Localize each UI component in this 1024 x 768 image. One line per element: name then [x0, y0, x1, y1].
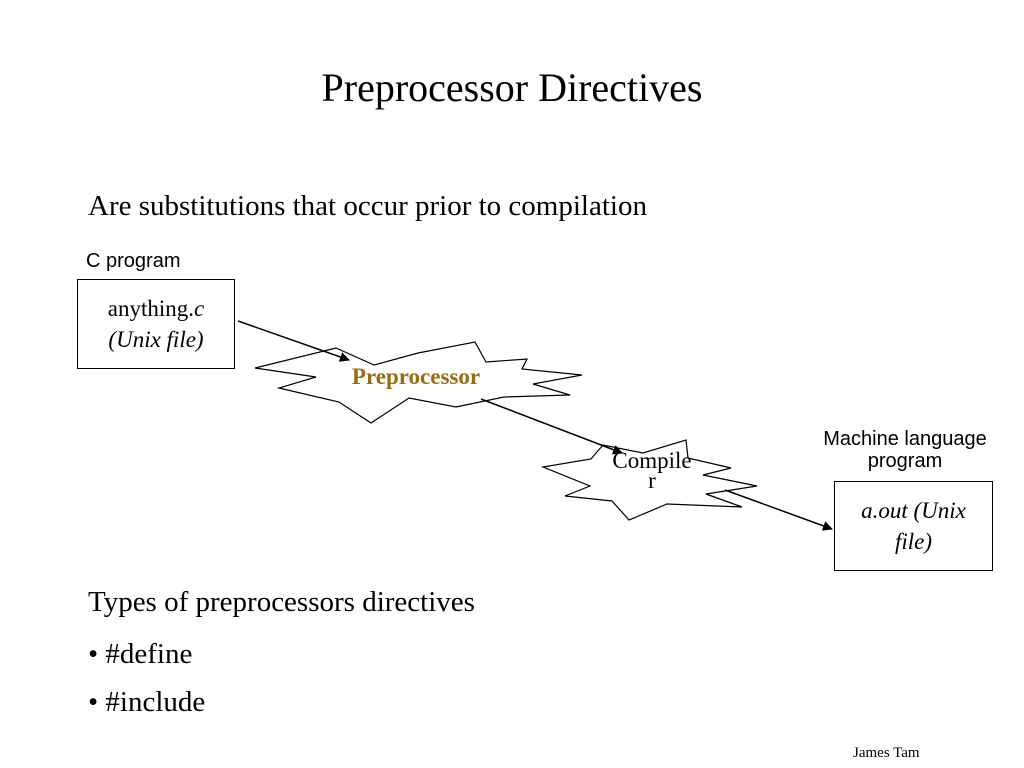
source-file-extension: c — [194, 296, 205, 321]
output-file-box: a.out (Unix file) — [834, 481, 993, 571]
source-file-basename: anything. — [107, 296, 195, 321]
compiler-label-line-2: r — [648, 468, 656, 493]
author-footer: James Tam — [853, 745, 920, 761]
slide-subtitle: Are substitutions that occur prior to co… — [88, 190, 647, 222]
preprocessor-burst-shape — [254, 341, 583, 424]
source-file-name: anything.c — [108, 293, 204, 324]
slide-title: Preprocessor Directives — [321, 65, 703, 110]
directive-item-define: • #define — [88, 638, 193, 670]
machine-language-caption: Machine language program — [790, 428, 1020, 472]
preprocessor-label: Preprocessor — [351, 364, 481, 389]
compiler-label: Compile r — [600, 448, 704, 493]
source-to-preprocessor-arrow — [237, 320, 350, 362]
machine-language-caption-line-2: program — [867, 450, 943, 472]
output-file-line-2: file) — [894, 529, 933, 554]
output-file-line-1: a.out (Unix — [861, 498, 966, 523]
source-file-box: anything.c (Unix file) — [77, 279, 235, 369]
compiler-burst-shape — [540, 439, 758, 521]
compiler-to-output-arrow — [724, 489, 833, 531]
preprocessor-to-compiler-arrow — [480, 398, 623, 455]
directive-item-include: • #include — [88, 686, 206, 718]
c-program-caption: C program — [86, 250, 181, 272]
directives-list: • #define • #include — [88, 630, 205, 726]
source-file-type: (Unix file) — [108, 327, 204, 352]
compiler-label-line-1: Compile — [612, 448, 692, 473]
directives-heading: Types of preprocessors directives — [88, 586, 475, 618]
machine-language-caption-line-1: Machine language — [823, 428, 987, 450]
